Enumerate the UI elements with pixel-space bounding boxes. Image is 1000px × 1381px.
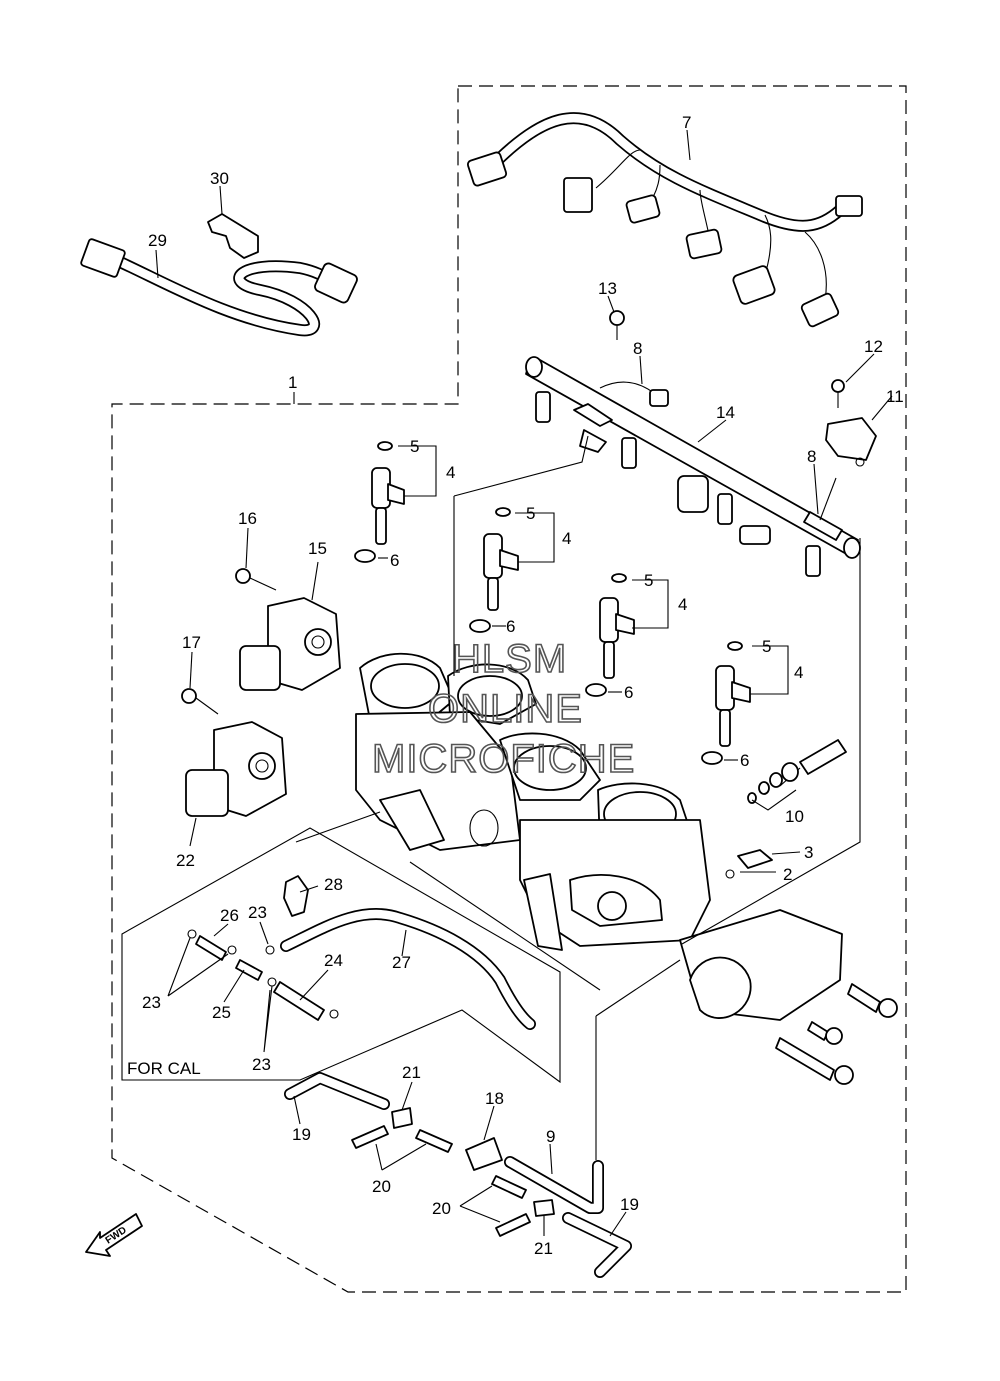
callout-11: 11	[886, 387, 904, 406]
callout-6: 6	[740, 751, 749, 770]
callout-28: 28	[324, 875, 343, 894]
callout-27: 27	[392, 953, 411, 972]
callout-21: 21	[402, 1063, 421, 1082]
for-cal-group	[121, 827, 561, 1084]
watermark: HLSM ONLINE MICROFICHE	[371, 636, 635, 782]
callout-7: 7	[682, 113, 691, 132]
callout-29: 29	[148, 231, 167, 250]
callout-19: 19	[292, 1125, 311, 1144]
harness-clip	[207, 213, 259, 259]
callout-2: 2	[783, 865, 792, 884]
throttle-position-sensor-alt	[185, 721, 287, 817]
callout-26: 26	[220, 906, 239, 925]
callout-21: 21	[534, 1239, 553, 1258]
screw-17	[181, 688, 219, 715]
watermark-line-1: HLSM	[452, 637, 567, 681]
leader-lines	[155, 129, 893, 1237]
callout-5: 5	[410, 437, 419, 456]
callout-8: 8	[633, 339, 642, 358]
callout-17: 17	[182, 633, 201, 652]
callout-labels: 1 2 3 4 4 4 4 5 5 5 5 6 6 6 6 7 8 8 9 10…	[127, 113, 904, 1258]
for-cal-label: FOR CAL	[127, 1059, 201, 1078]
bracket	[825, 417, 877, 467]
callout-24: 24	[324, 951, 343, 970]
callout-4: 4	[678, 595, 687, 614]
pulley-cover	[679, 909, 843, 1021]
fwd-arrow-icon: FWD	[85, 1213, 143, 1257]
callout-22: 22	[176, 851, 195, 870]
callout-6: 6	[390, 551, 399, 570]
callout-1: 1	[288, 373, 297, 392]
screw-12	[831, 379, 845, 408]
cover-bolts	[775, 983, 898, 1085]
wire-harness	[466, 112, 863, 328]
callout-4: 4	[446, 463, 455, 482]
callout-10: 10	[785, 807, 804, 826]
callout-5: 5	[762, 637, 771, 656]
callout-8: 8	[807, 447, 816, 466]
callout-14: 14	[716, 403, 735, 422]
callout-6: 6	[506, 617, 515, 636]
callout-12: 12	[864, 337, 883, 356]
callout-18: 18	[485, 1089, 504, 1108]
screw-13	[609, 310, 625, 340]
screw-16	[235, 568, 277, 591]
callout-23: 23	[252, 1055, 271, 1074]
assembly-boundary	[111, 85, 907, 1293]
for-cal-hoses	[187, 875, 536, 1030]
callout-16: 16	[238, 509, 257, 528]
callout-3: 3	[804, 843, 813, 862]
callout-9: 9	[546, 1127, 555, 1146]
callout-4: 4	[562, 529, 571, 548]
lower-hoses	[284, 1072, 632, 1278]
cap	[737, 849, 773, 869]
callout-19: 19	[620, 1195, 639, 1214]
throttle-position-sensor	[239, 597, 341, 691]
fuel-pipe	[599, 381, 843, 541]
callout-25: 25	[212, 1003, 231, 1022]
watermark-line-2: ONLINE	[428, 687, 583, 731]
callout-6: 6	[624, 683, 633, 702]
callout-23: 23	[248, 903, 267, 922]
callout-20: 20	[432, 1199, 451, 1218]
adjuster-set	[747, 739, 847, 804]
callout-15: 15	[308, 539, 327, 558]
clip	[725, 869, 735, 879]
throttle-body	[355, 652, 711, 951]
injector-set	[354, 441, 751, 765]
watermark-line-3: MICROFICHE	[372, 737, 635, 781]
callout-5: 5	[526, 504, 535, 523]
callout-30: 30	[210, 169, 229, 188]
sensor-lead	[80, 238, 358, 337]
fuel-rail	[525, 356, 861, 577]
callout-13: 13	[598, 279, 617, 298]
callout-4: 4	[794, 663, 803, 682]
callout-23: 23	[142, 993, 161, 1012]
callout-5: 5	[644, 571, 653, 590]
callout-20: 20	[372, 1177, 391, 1196]
